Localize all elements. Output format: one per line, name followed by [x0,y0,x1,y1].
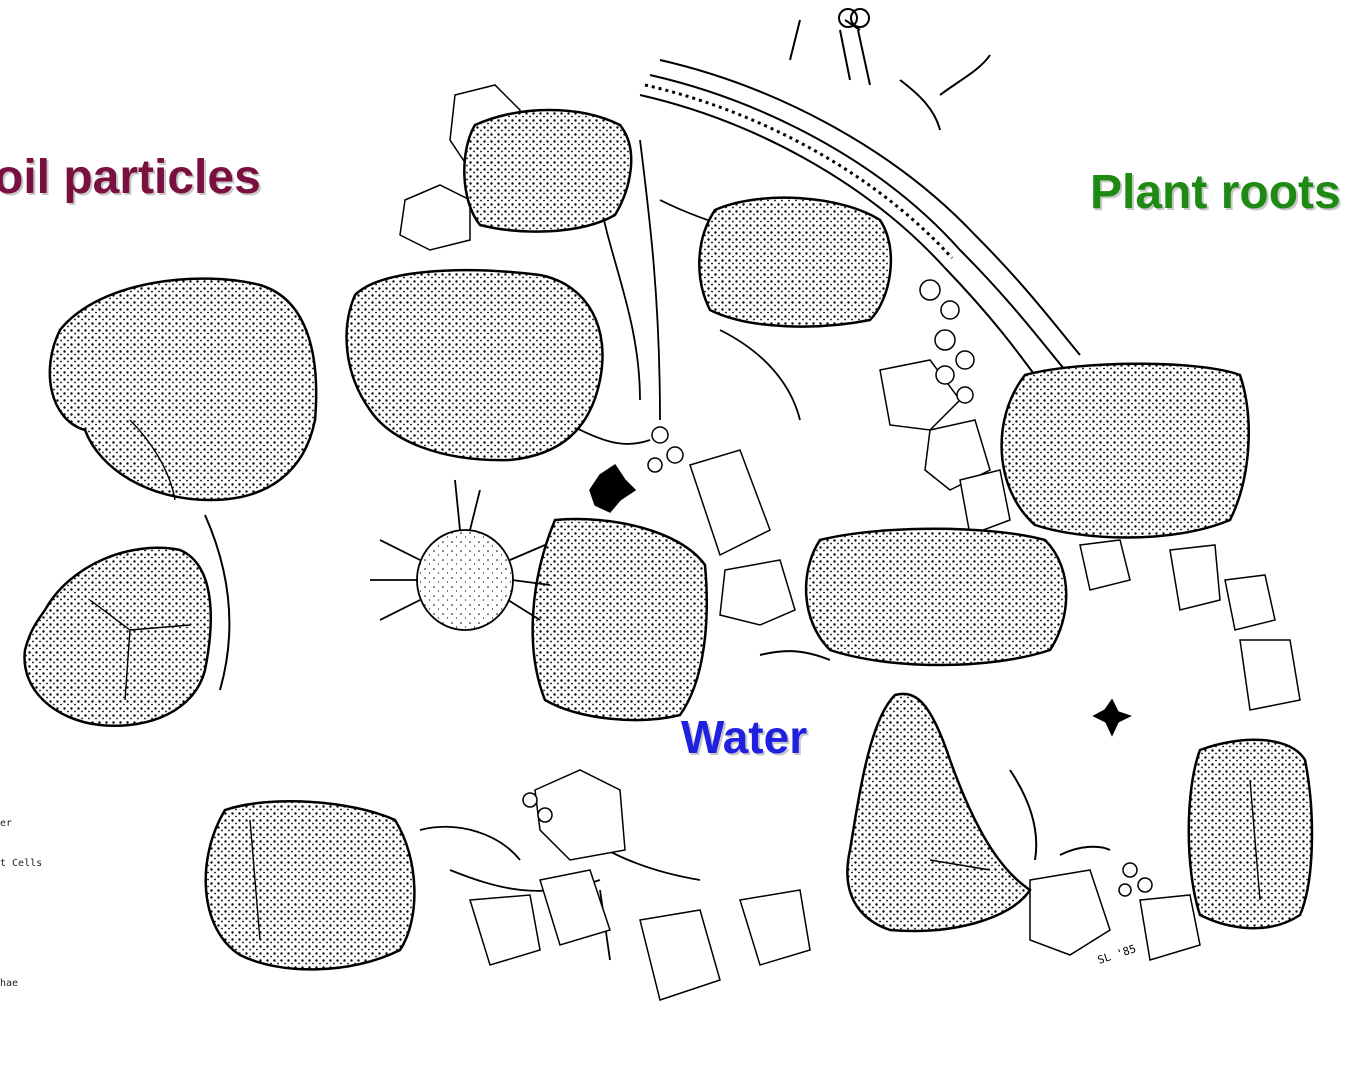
aggregate-bottom-left [206,801,415,969]
aggregate-left-bottom [25,548,211,726]
aggregate-under-root [699,198,891,327]
mite [370,480,550,630]
aggregate-top-center [464,110,631,232]
aggregate-center [533,519,707,720]
aggregate-center-right [806,529,1066,665]
aggregate-triangle [847,694,1030,931]
legend-fragment-3: hae [0,978,18,989]
label-plant-roots: Plant roots [1090,165,1341,220]
plant-root [640,9,1080,385]
aggregate-center-left [347,270,603,460]
aggregate-bottom-right [1189,740,1312,928]
label-soil-particles: oil particles [0,150,261,205]
label-water: Water [681,710,807,764]
legend-fragment-1: er [0,818,12,829]
aggregate-left-top [50,279,316,500]
aggregate-right-top [1002,364,1249,538]
legend-fragment-2: t Cells [0,858,42,869]
